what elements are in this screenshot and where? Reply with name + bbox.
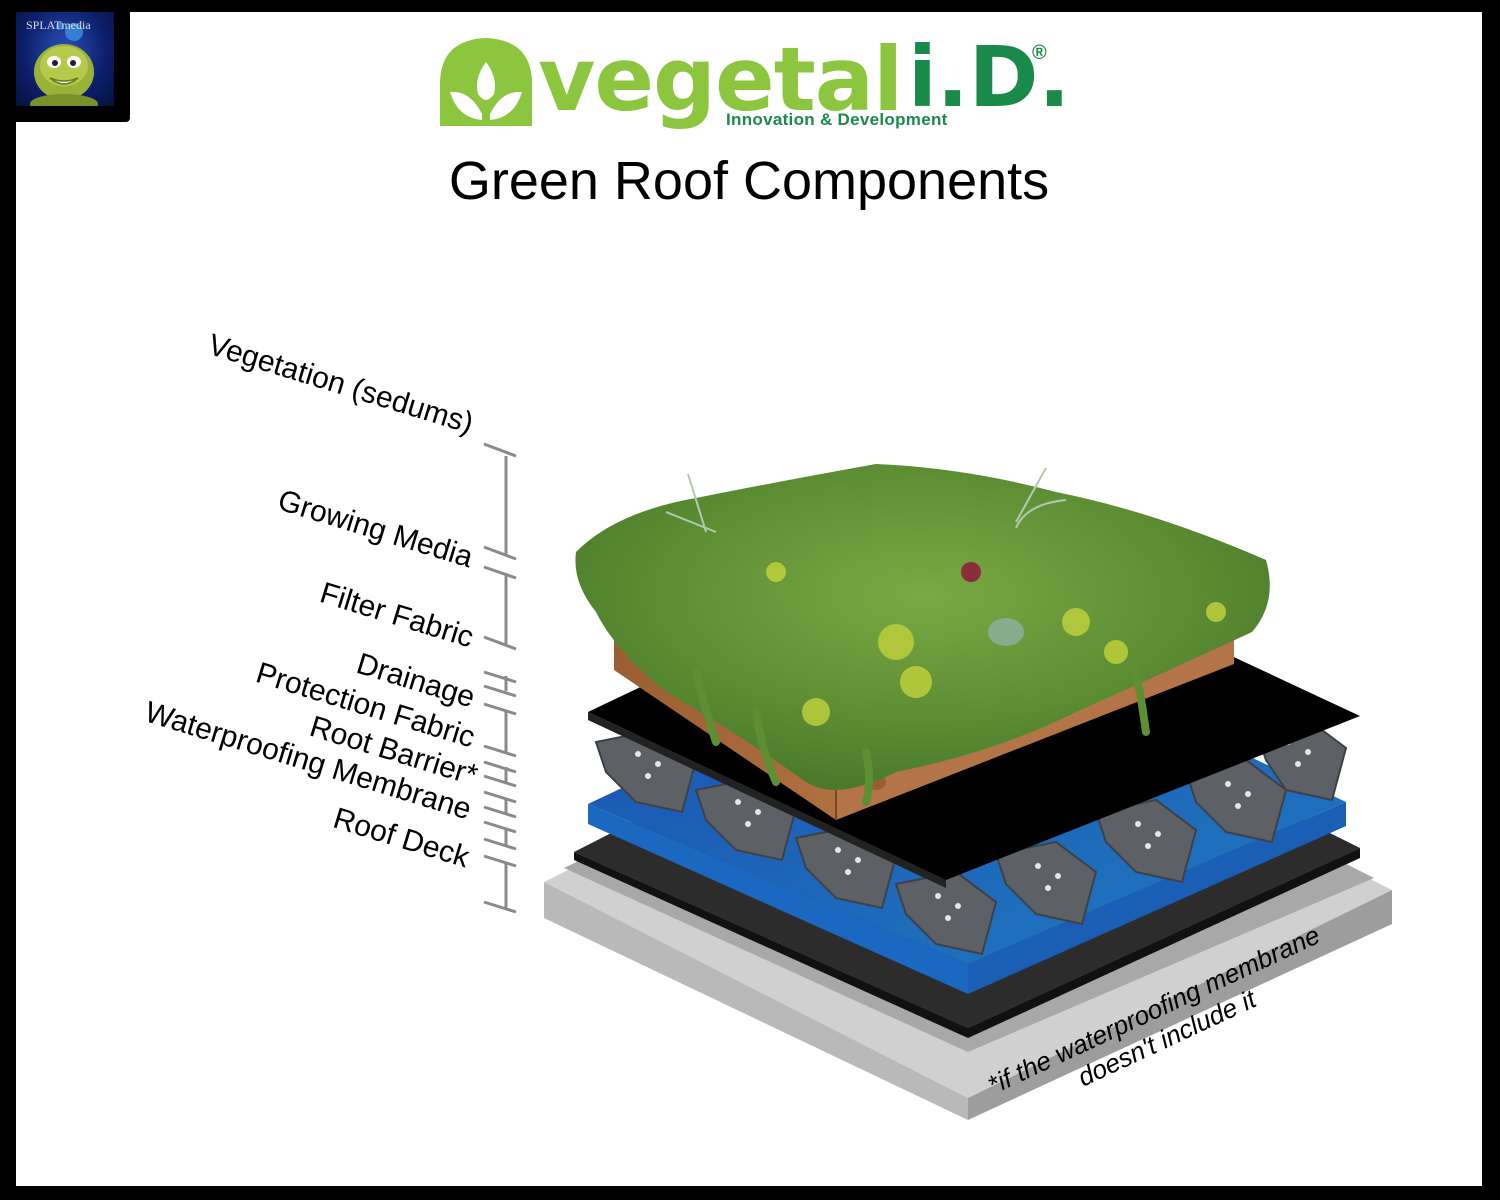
vegetation-layer xyxy=(575,464,1270,806)
logo-tagline: Innovation & Development xyxy=(726,110,948,129)
turtle-mascot-icon: SPLATmedia xyxy=(16,12,114,106)
logo-wordmark: vegetal xyxy=(538,28,903,131)
splatmedia-badge: SPLATmedia xyxy=(16,12,130,122)
registered-mark: ® xyxy=(1032,42,1047,64)
badge-brand-text: SPLATmedia xyxy=(26,18,91,32)
page-title: Green Roof Components xyxy=(448,151,1050,211)
logo-wordmark-suffix: i.D. xyxy=(908,28,1071,126)
green-roof-illustration xyxy=(544,464,1392,1120)
vegetal-id-logo: vegetal i.D. ® Innovation & Development xyxy=(436,28,1076,134)
leaf-arch-icon xyxy=(440,38,532,126)
diagram-canvas: SPLATmedia vegetal i.D. ® Innovation & D… xyxy=(16,12,1482,1186)
